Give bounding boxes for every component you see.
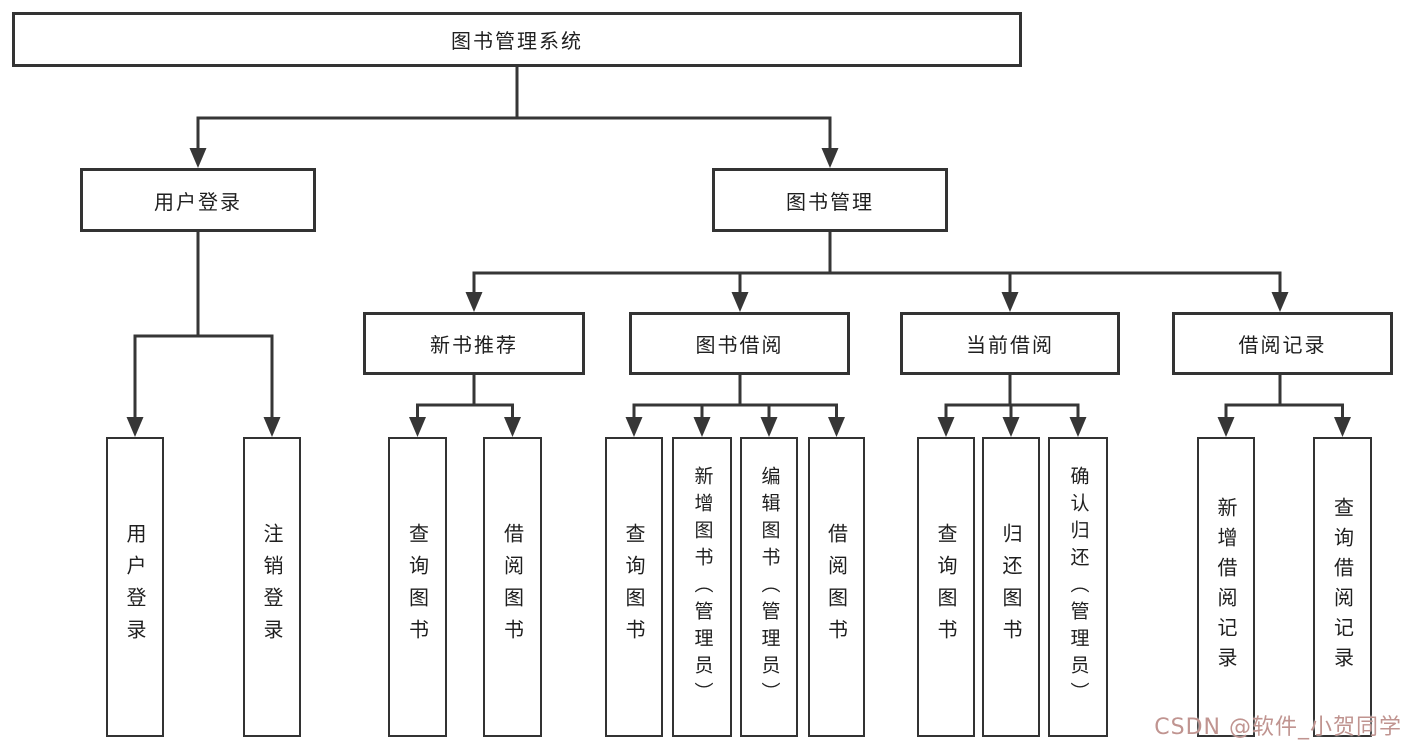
leaf-return-books-label: 归还图书: [999, 523, 1023, 651]
node-new-book-recommend: 新书推荐: [363, 312, 585, 375]
leaf-add-books-admin: 新增图书（管理员）: [672, 437, 732, 737]
node-borrow-records: 借阅记录: [1172, 312, 1393, 375]
leaf-logout: 注销登录: [243, 437, 301, 737]
leaf-query-books-recommend-label: 查询图书: [405, 523, 430, 651]
leaf-add-books-admin-label: 新增图书（管理员）: [691, 465, 714, 709]
leaf-query-books-current-label: 查询图书: [934, 523, 958, 651]
leaf-edit-books-admin-label: 编辑图书（管理员）: [758, 465, 781, 709]
node-borrow-records-label: 借阅记录: [1238, 333, 1327, 357]
leaf-edit-books-admin: 编辑图书（管理员）: [740, 437, 798, 737]
leaf-query-books-borrow-label: 查询图书: [622, 523, 646, 651]
leaf-user-login-label: 用户登录: [123, 523, 147, 651]
leaf-query-borrow-record-label: 查询借阅记录: [1330, 497, 1355, 677]
leaf-add-borrow-record-label: 新增借阅记录: [1214, 497, 1238, 677]
leaf-user-login: 用户登录: [106, 437, 164, 737]
node-current-borrow: 当前借阅: [900, 312, 1120, 375]
node-current-borrow-label: 当前借阅: [966, 333, 1054, 357]
leaf-confirm-return-admin: 确认归还（管理员）: [1048, 437, 1108, 737]
node-book-management: 图书管理: [712, 168, 948, 232]
node-root-label: 图书管理系统: [451, 29, 583, 53]
leaf-query-books-current: 查询图书: [917, 437, 975, 737]
leaf-borrow-books-label: 借阅图书: [824, 523, 849, 651]
leaf-confirm-return-admin-label: 确认归还（管理员）: [1067, 465, 1090, 709]
node-new-book-recommend-label: 新书推荐: [430, 333, 518, 357]
leaf-query-borrow-record: 查询借阅记录: [1313, 437, 1372, 737]
node-root: 图书管理系统: [12, 12, 1022, 67]
node-user-login: 用户登录: [80, 168, 316, 232]
node-book-management-label: 图书管理: [786, 189, 874, 214]
node-book-borrow: 图书借阅: [629, 312, 850, 375]
node-book-borrow-label: 图书借阅: [695, 333, 784, 357]
leaf-borrow-books-recommend: 借阅图书: [483, 437, 542, 737]
leaf-query-books-borrow: 查询图书: [605, 437, 663, 737]
csdn-watermark: CSDN @软件_小贺同学: [1154, 715, 1402, 740]
leaf-borrow-books-recommend-label: 借阅图书: [500, 523, 525, 651]
leaf-add-borrow-record: 新增借阅记录: [1197, 437, 1255, 737]
leaf-return-books: 归还图书: [982, 437, 1040, 737]
node-user-login-label: 用户登录: [154, 189, 242, 214]
leaf-logout-label: 注销登录: [260, 523, 284, 651]
leaf-borrow-books: 借阅图书: [808, 437, 865, 737]
leaf-query-books-recommend: 查询图书: [388, 437, 447, 737]
